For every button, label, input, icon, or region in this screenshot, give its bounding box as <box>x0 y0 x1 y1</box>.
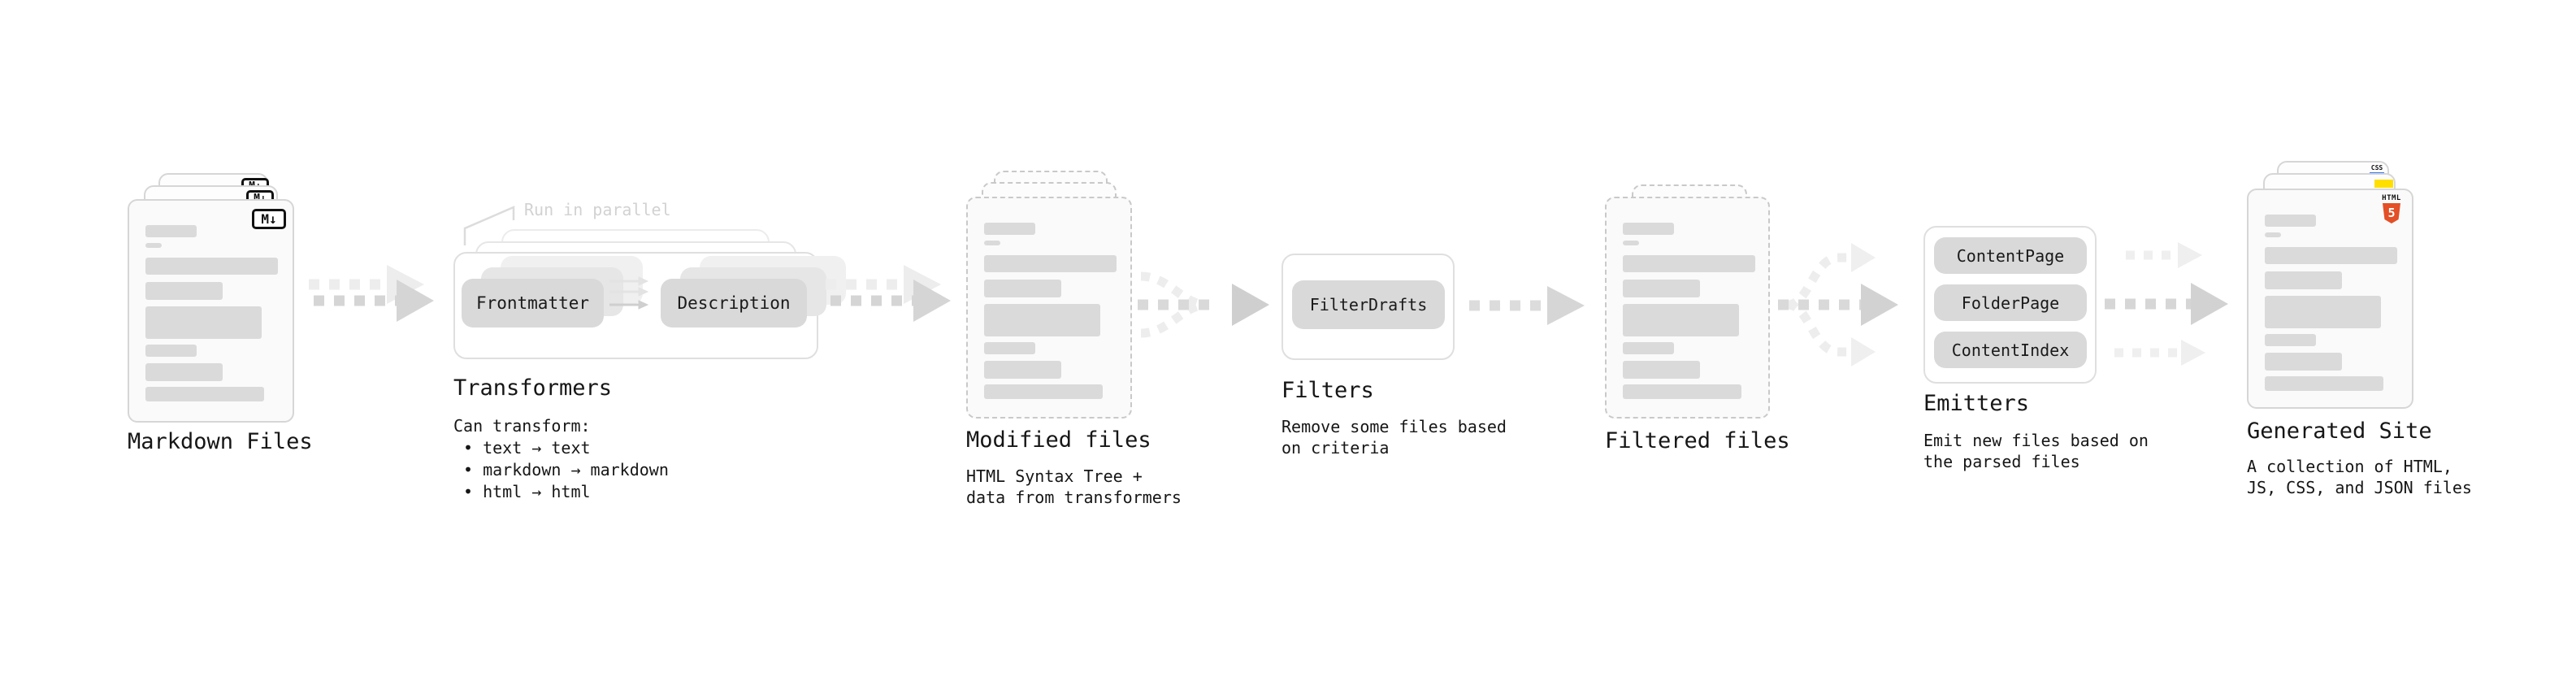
generated-site-description: A collection of HTML, JS, CSS, and JSON … <box>2247 457 2472 497</box>
skeleton-line <box>2265 296 2381 328</box>
html5-icon-label: HTML <box>2382 194 2401 202</box>
run-in-parallel-label: Run in parallel <box>524 200 671 219</box>
skeleton-line <box>145 282 223 300</box>
html5-icon-shield: 5 <box>2383 203 2400 223</box>
skeleton-line <box>1623 280 1700 297</box>
html5-icon-five: 5 <box>2387 206 2396 220</box>
stage-title-markdown-files: Markdown Files <box>128 429 313 454</box>
stage-title-filters: Filters <box>1281 378 1374 403</box>
stage-title-modified-files: Modified files <box>966 427 1151 453</box>
skeleton-line <box>145 258 278 275</box>
skeleton-line <box>984 223 1035 235</box>
skeleton-line <box>1623 384 1741 399</box>
skeleton-line <box>2265 247 2397 264</box>
skeleton-line <box>1623 342 1674 354</box>
skeleton-line <box>2265 334 2316 346</box>
skeleton-line <box>2265 232 2281 237</box>
css-icon-label: CSS <box>2370 164 2383 171</box>
contentpage-box: ContentPage <box>1934 237 2087 274</box>
transformers-bullet: • text → text <box>463 438 591 458</box>
html5-icon: HTML 5 <box>2382 195 2401 223</box>
skeleton-line <box>984 384 1103 399</box>
modified-doc-front <box>966 197 1132 419</box>
folderpage-box: FolderPage <box>1934 284 2087 321</box>
callout-line <box>463 206 515 245</box>
stage-title-transformers: Transformers <box>453 375 613 401</box>
arrow-markdown-to-transformers <box>309 265 434 322</box>
skeleton-line <box>984 280 1061 297</box>
emitters-description: Emit new files based on the parsed files <box>1923 431 2149 471</box>
skeleton-line <box>1623 241 1639 245</box>
filterdrafts-box: FilterDrafts <box>1292 280 1445 329</box>
transformers-description: Can transform: • text → text • markdown … <box>453 415 669 503</box>
stage-title-emitters: Emitters <box>1923 391 2030 416</box>
arrow-filtered-to-emitters <box>1778 243 1898 367</box>
skeleton-line <box>2265 215 2316 227</box>
transformers-bullet: • markdown → markdown <box>463 460 669 479</box>
skeleton-line <box>2265 353 2342 371</box>
skeleton-line <box>984 361 1061 379</box>
description-box: Description <box>661 279 807 327</box>
filters-description: Remove some files based on criteria <box>1281 417 1507 458</box>
arrow-filters-to-filtered <box>1469 286 1585 325</box>
markdown-icon: M↓ <box>252 209 286 229</box>
skeleton-line <box>145 363 223 381</box>
skeleton-line <box>145 345 197 357</box>
markdown-doc-front: M↓ <box>128 199 294 423</box>
skeleton-line <box>1623 304 1739 336</box>
contentindex-box: ContentIndex <box>1934 332 2087 368</box>
skeleton-line <box>1623 255 1755 272</box>
skeleton-line <box>145 225 197 237</box>
skeleton-line <box>984 255 1117 272</box>
parallel-arrows-icon <box>609 276 649 310</box>
skeleton-line <box>1623 361 1700 379</box>
arrow-transformers-to-modified <box>826 265 951 322</box>
js-icon <box>2374 180 2393 188</box>
skeleton-line <box>145 387 264 401</box>
skeleton-line <box>984 342 1035 354</box>
skeleton-line <box>145 306 262 339</box>
skeleton-line <box>1623 223 1674 235</box>
frontmatter-box: Frontmatter <box>462 279 604 327</box>
transformers-bullet: • html → html <box>463 482 591 501</box>
generated-doc-front: HTML 5 <box>2247 189 2413 409</box>
filtered-doc-front <box>1605 197 1770 419</box>
stage-title-generated-site: Generated Site <box>2247 419 2432 444</box>
stage-title-filtered-files: Filtered files <box>1605 428 1790 453</box>
transformers-desc-heading: Can transform: <box>453 416 591 436</box>
arrow-emitters-to-generated <box>2105 242 2228 366</box>
skeleton-line <box>2265 376 2383 391</box>
arrow-modified-to-filters <box>1138 271 1269 338</box>
modified-files-description: HTML Syntax Tree + data from transformer… <box>966 466 1182 507</box>
skeleton-line <box>984 304 1100 336</box>
skeleton-line <box>145 243 162 248</box>
skeleton-line <box>984 241 1000 245</box>
skeleton-line <box>2265 271 2342 289</box>
